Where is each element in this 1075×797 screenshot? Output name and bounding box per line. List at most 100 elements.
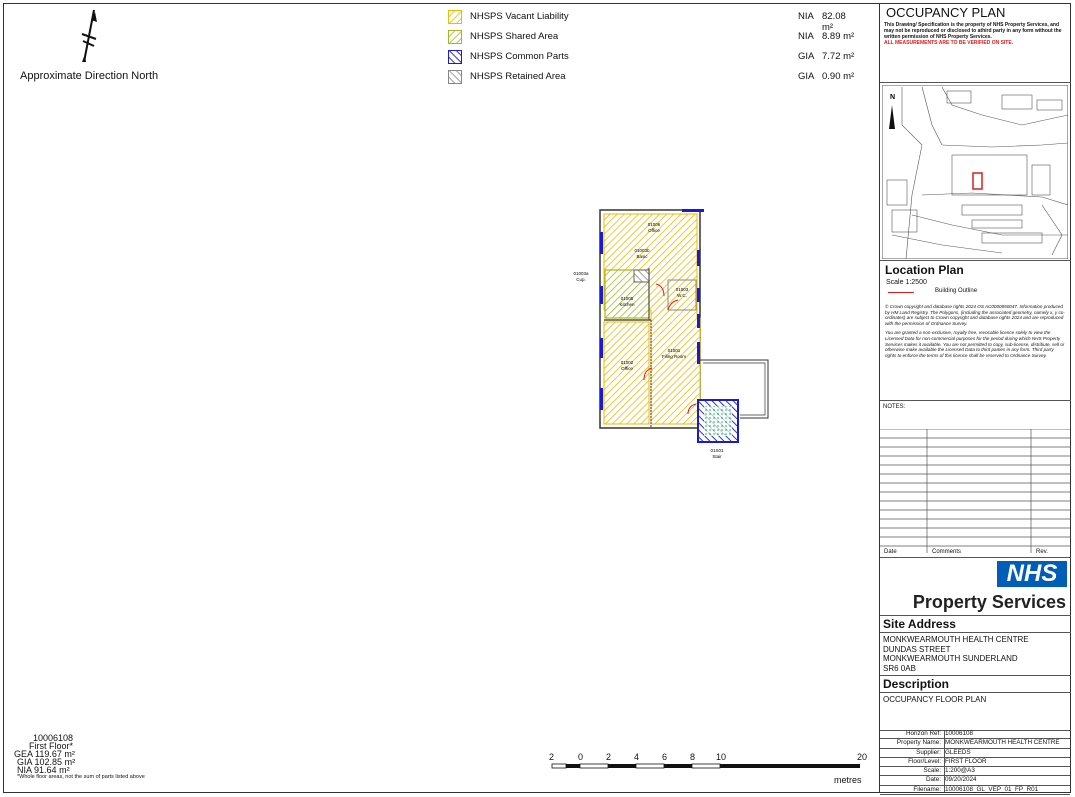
page-title: OCCUPANCY PLAN	[886, 5, 1006, 20]
shared-swatch-icon	[448, 30, 462, 44]
site-address-title: Site Address	[883, 617, 956, 631]
room-name: Office	[621, 366, 633, 371]
info-key: Filename:	[913, 785, 941, 793]
floor-plan: 01006 Office 01003b Basic 01003a Cup. 01…	[573, 209, 769, 459]
gia-unit: m²	[64, 757, 76, 767]
info-row: Date:09/20/2024	[880, 776, 1070, 786]
location-plan-scale: Scale 1:2500	[886, 279, 927, 286]
gia-label: GIA	[17, 757, 33, 767]
legend-label: NHSPS Shared Area	[470, 31, 559, 42]
nhs-logo: NHS	[997, 561, 1067, 587]
info-value: FIRST FLOOR	[945, 757, 987, 765]
room-code: 01S01	[710, 448, 724, 453]
scale-tick: 20	[857, 752, 868, 762]
notes-col-rev: Rev.	[1036, 549, 1048, 555]
legend-type: GIA	[798, 51, 815, 62]
north-arrow-icon	[81, 9, 97, 63]
scale-tick: 2	[549, 752, 555, 762]
room-code: 01003b	[634, 248, 650, 253]
info-value: 10006108	[945, 730, 974, 737]
property-services-logo: Property Services	[912, 592, 1066, 612]
summary-floor: First Floor*	[29, 741, 74, 751]
address-line: DUNDAS STREET	[883, 644, 951, 654]
room-name: Basic	[636, 254, 648, 259]
nia-value: 91.64	[34, 765, 57, 775]
info-key: Property Name:	[896, 739, 941, 747]
summary-gia: GIA 102.85 m²	[17, 757, 76, 767]
legend-area: 0.90 m²	[822, 71, 855, 82]
legend-common: NHSPS Common Parts GIA 7.72 m²	[448, 50, 858, 64]
info-value: 09/20/2024	[945, 776, 977, 784]
notes-col-comments: Comments	[932, 549, 962, 555]
info-row: Scale: 1:200@A3	[880, 767, 1070, 777]
room-code: 01001	[668, 348, 681, 353]
legend-area: 8.89 m²	[822, 31, 855, 42]
description-box: Description OCCUPANCY FLOOR PLAN	[880, 676, 1071, 731]
legend-type: NIA	[798, 11, 814, 22]
building-outline-marker	[972, 172, 983, 190]
gia-value: 102.85	[34, 757, 63, 767]
legend-retained: NHSPS Retained Area GIA 0.90 m²	[448, 70, 858, 84]
notes-grid	[880, 429, 1070, 553]
scale-tick: 8	[690, 752, 696, 762]
info-row: Property Name: MONKWEARMOUTH HEALTH CENTR…	[880, 739, 1070, 749]
location-map-box: N	[880, 83, 1071, 261]
room-name: Cup.	[576, 277, 586, 282]
room-name: Kitchen	[619, 302, 635, 307]
map-north-label: N	[890, 94, 895, 101]
notes-box: NOTES: Date Comments Rev.	[880, 401, 1071, 558]
room-name: W.C.	[677, 293, 687, 298]
legend-type: NIA	[798, 31, 814, 42]
info-row: Floor/Level: FIRST FLOOR	[880, 757, 1070, 768]
scale-tick: 4	[634, 752, 640, 762]
nia-label: NIA	[17, 765, 32, 775]
info-value: 1:200@A3	[945, 767, 975, 775]
legend-area: 82.08 m²	[822, 11, 846, 33]
room-name: Stair	[712, 454, 722, 459]
copyright-text: This Drawing/ Specification is the prope…	[884, 22, 1062, 40]
room-code: 01003	[676, 287, 689, 292]
room-code: 01003a	[573, 271, 589, 276]
info-value: MONKWEARMOUTH HEALTH CENTRE	[945, 739, 1060, 747]
outline-line-icon	[888, 292, 914, 293]
legend-vacant: NHSPS Vacant Liability NIA 82.08 m²	[448, 10, 858, 33]
scale-unit: metres	[834, 775, 862, 785]
notes-label: NOTES:	[883, 404, 906, 410]
nia-unit: m²	[59, 765, 70, 775]
room-name: Office	[648, 228, 660, 233]
info-table: Horizon Ref: 10006108 Property Name: MONKW…	[880, 730, 1070, 796]
summary-note: *Whole floor areas, not the sum of parts…	[17, 774, 145, 780]
common-swatch-icon	[448, 50, 462, 64]
room-code: 01005	[621, 296, 634, 301]
scale-tick: 10	[716, 752, 727, 762]
info-divider	[944, 730, 945, 792]
legend-shared: NHSPS Shared Area NIA 8.89 m²	[448, 30, 858, 44]
address-line: MONKWEARMOUTH SUNDERLAND	[883, 654, 1018, 663]
site-address-box: Site Address MONKWEARMOUTH HEALTH CENTRE…	[880, 616, 1071, 676]
description-text: OCCUPANCY FLOOR PLAN	[880, 692, 1071, 706]
north-label: Approximate Direction North	[20, 70, 159, 82]
info-row: Horizon Ref: 10006108	[880, 730, 1070, 740]
legend-label: NHSPS Vacant Liability	[470, 11, 569, 22]
legend-area: 7.72 m²	[822, 51, 855, 62]
licence-text: You are granted a non-exclusive, royalty…	[885, 330, 1065, 358]
vacant-swatch-icon	[448, 10, 462, 24]
retained-swatch-icon	[448, 70, 462, 84]
logo-box: NHS Property Services	[880, 558, 1071, 616]
title-block: OCCUPANCY PLAN This Drawing/ Specificati…	[879, 3, 1071, 793]
info-key: Horizon Ref:	[906, 730, 941, 737]
crown-copyright-text: © Crown copyright and database rights 20…	[885, 304, 1065, 326]
info-key: Floor/Level:	[908, 757, 941, 765]
info-key: Scale:	[923, 767, 941, 775]
scale-tick: 6	[662, 752, 668, 762]
retained-area-cupboard	[633, 269, 650, 283]
room-name: Filing Room	[662, 354, 686, 359]
info-value: GLEEDS	[945, 748, 971, 756]
gea-label: GEA	[14, 749, 33, 759]
info-key: Supplier:	[916, 748, 941, 756]
summary-ref: 10006108	[33, 733, 74, 743]
room-code: 01006	[648, 222, 661, 227]
scale-tick: 0	[578, 752, 584, 762]
wc-room	[667, 279, 697, 311]
warning-text: ALL MEASUREMENTS ARE TO BE VERIFIED ON S…	[884, 40, 1014, 46]
